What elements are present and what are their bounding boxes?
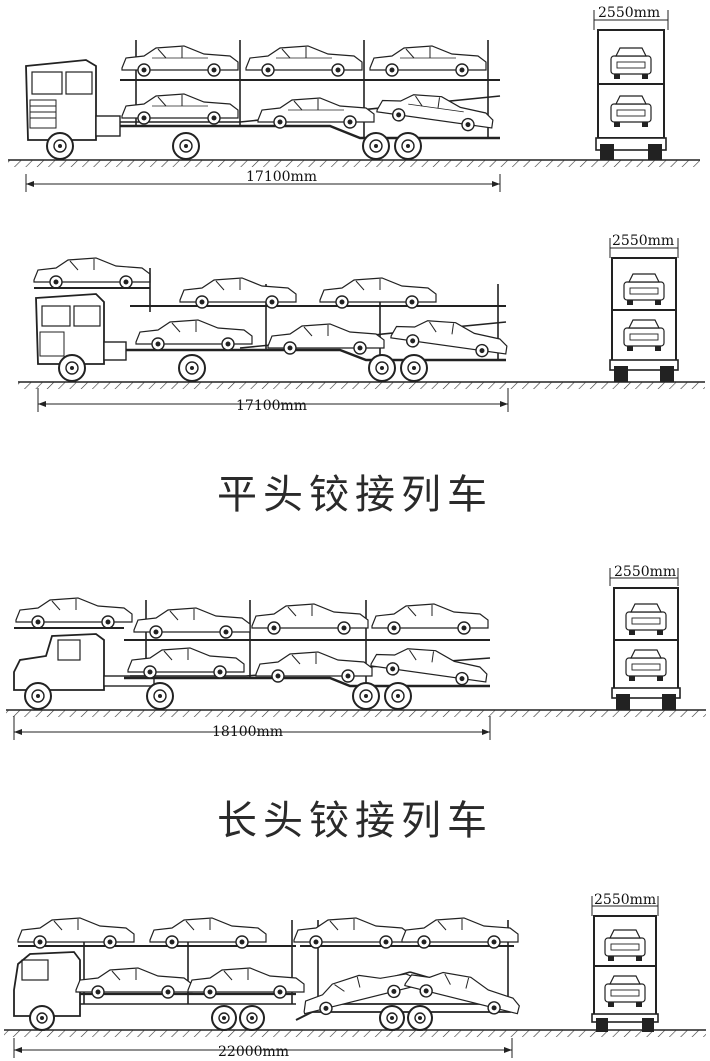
rigid-truck [13, 920, 296, 1017]
diagram-flat-head-1: 17100mm 2550mm [0, 0, 710, 210]
loaded-cars [135, 277, 510, 361]
rear-view: 2550mm [609, 233, 679, 382]
truck-drawing-2: 17100mm 2550mm [18, 233, 705, 414]
tractor-cab [35, 293, 127, 365]
truck-drawing-4: 22000mm 2550mm [4, 892, 706, 1060]
length-dimension: 17100mm [25, 169, 501, 192]
width-label: 2550mm [594, 892, 656, 908]
diagram-long-head: 18100mm 2550mm [0, 560, 710, 750]
diagram-flat-head-2: 17100mm 2550mm [0, 232, 710, 432]
length-label: 18100mm [212, 724, 283, 740]
length-label: 17100mm [246, 169, 317, 185]
width-label: 2550mm [614, 564, 676, 580]
width-label: 2550mm [598, 5, 660, 21]
truck-drawing-1: 17100mm 2550mm [8, 5, 700, 192]
tractor-cab [25, 59, 121, 141]
diagram-rigid-with-trailer: 22000mm 2550mm [0, 880, 710, 1061]
rear-view: 2550mm [609, 564, 681, 710]
caption-flat-head: 平头铰接列车 [217, 472, 493, 518]
length-dimension: 18100mm [13, 716, 491, 740]
length-dimension: 17100mm [37, 388, 509, 414]
length-dimension: 22000mm [13, 1038, 513, 1060]
length-label: 22000mm [218, 1044, 289, 1060]
length-label: 17100mm [236, 398, 307, 414]
rear-view: 2550mm [591, 892, 659, 1032]
rear-view: 2550mm [593, 5, 669, 160]
truck-drawing-3: 18100mm 2550mm [6, 564, 706, 740]
loaded-cars [121, 45, 496, 135]
width-label: 2550mm [612, 233, 674, 249]
caption-long-head: 长头铰接列车 [217, 798, 493, 844]
